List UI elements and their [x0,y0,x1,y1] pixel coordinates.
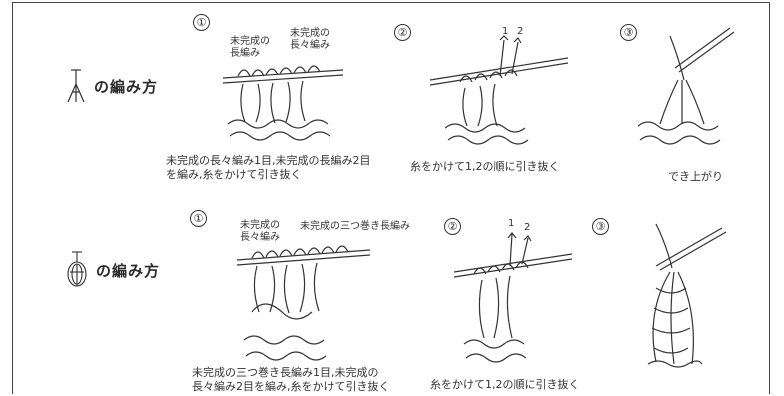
row-1-step-2-number: ② [394,24,411,41]
row-2-annotation-1: 未完成の 長々編み [240,220,280,244]
row-1-annotation-2: 未完成の 長々編み [290,28,330,52]
triple-stitch-symbol-icon [66,68,86,104]
row-2-step-1-caption: 未完成の三つ巻き長編み1目,未完成の 長々編み2目を編み,糸をかけて引き抜く [192,366,390,394]
row-2-step-1-number: ① [190,210,207,227]
row-2-step-2-illustration [444,232,574,374]
row-2-title: の編み方 [96,260,160,281]
row-1-step-2-illustration [420,36,570,146]
row-1-step-1-illustration [208,66,348,148]
row-2-arrow-label-1: 1 [508,218,514,230]
row-1-step-1-caption: 未完成の長々編み1目,未完成の長編み2目 を編み,糸をかけて引き抜く [166,154,371,182]
row-1-label: の編み方 [66,68,158,104]
row-2-step-3-illustration [626,218,726,376]
row-1-step-2-caption: 糸をかけて1,2の順に引き抜く [410,160,560,174]
row-1-step-3-caption: でき上がり [668,170,723,184]
row-2-step-2-caption: 糸をかけて1,2の順に引き抜く [430,378,580,392]
row-2-annotation-2: 未完成の三つ巻き長編み [300,221,410,233]
row-1-annotation-1: 未完成の 長編み [230,36,270,60]
row-2-step-3-number: ③ [592,218,609,235]
row-1-step-1-number: ① [193,14,210,31]
row-2-label: の編み方 [66,250,160,290]
row-2-step-1-illustration [222,246,372,364]
row-1-title: の編み方 [94,76,158,97]
bullion-cluster-symbol-icon [66,250,88,290]
row-1-step-3-illustration [630,28,740,166]
